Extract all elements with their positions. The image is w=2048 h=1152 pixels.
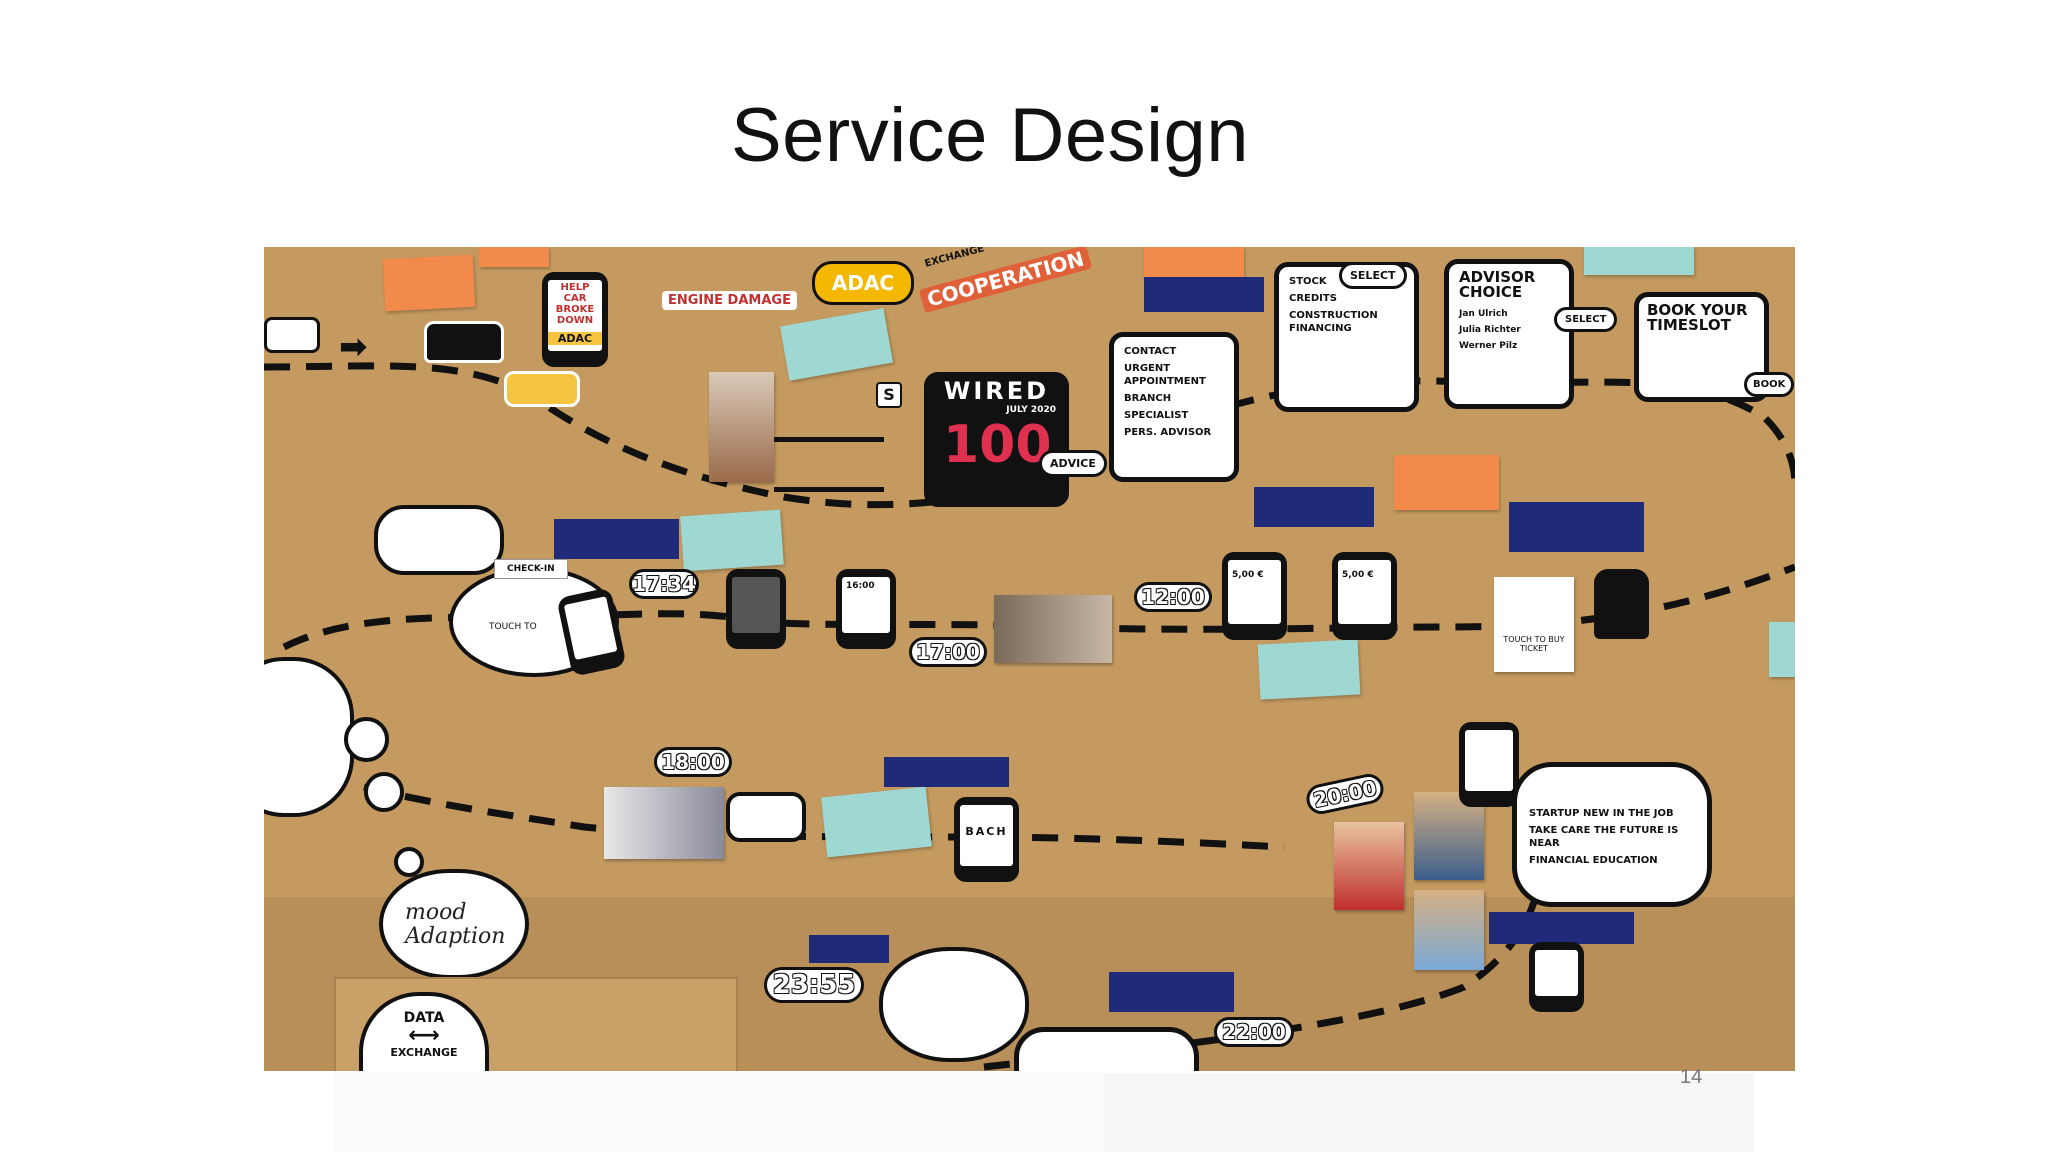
touch-to-buy-text: TOUCH TO BUY TICKET xyxy=(1494,577,1574,653)
tv-item: FINANCIAL EDUCATION xyxy=(1529,854,1697,867)
tv-item: STARTUP NEW IN THE JOB xyxy=(1529,807,1697,820)
menu-item: CONTACT xyxy=(1124,345,1224,358)
teal-sticky-note xyxy=(1584,247,1694,275)
advisor-item: Werner Pilz xyxy=(1459,340,1559,352)
taxi-icon xyxy=(504,371,580,407)
navy-label-bar xyxy=(1109,972,1234,1012)
wired-title: WIRED xyxy=(929,377,1064,405)
orange-sticky-note xyxy=(1394,455,1499,510)
orange-sticky-note xyxy=(1144,247,1244,277)
double-arrow-icon: ⟷ xyxy=(363,1026,485,1046)
navy-label-bar xyxy=(1144,277,1264,312)
navy-label-bar xyxy=(1489,912,1634,944)
bus-stop-icon: S xyxy=(876,382,902,408)
teal-sticky-note xyxy=(821,787,932,858)
robot-eye-icon xyxy=(344,717,389,762)
navy-label-bar xyxy=(1509,502,1644,552)
navy-label-bar xyxy=(809,935,889,963)
teal-sticky-note xyxy=(1258,639,1361,699)
robot-eye-icon xyxy=(364,772,404,812)
touch-to-label: TOUCH TO xyxy=(489,622,537,632)
adac-sign-text: ADAC xyxy=(548,332,602,345)
menu-item: SPECIALIST xyxy=(1124,409,1224,422)
tv-item: TAKE CARE THE FUTURE IS NEAR xyxy=(1529,824,1697,850)
price-text: 5,00 € xyxy=(1228,560,1281,590)
train-icon xyxy=(1594,569,1649,639)
page-number: 14 xyxy=(1680,1066,1720,1089)
service-design-board-photo: ➡ HELP CAR BROKE DOWN ADAC ENGINE DAMAGE… xyxy=(264,247,1795,1071)
tv-card-bottom xyxy=(1014,1027,1199,1071)
book-bubble: BOOK xyxy=(1744,372,1794,397)
time-label: 22:00 xyxy=(1214,1017,1294,1047)
time-label: 17:00 xyxy=(909,637,987,667)
wired-date: JULY 2020 xyxy=(929,405,1064,415)
advisor-item: Julia Richter xyxy=(1459,324,1559,336)
woman-portrait-photo xyxy=(1334,822,1404,910)
book-timeslot-title: BOOK YOUR TIMESLOT xyxy=(1647,303,1756,333)
price-text: 5,00 € xyxy=(1338,560,1391,590)
adac-cloud: ADAC xyxy=(812,261,914,305)
finance-item: CREDITS xyxy=(1289,292,1404,305)
phone-icon: 5,00 € xyxy=(1332,552,1397,640)
contact-menu-card: CONTACT URGENT APPOINTMENT BRANCH SPECIALIS… xyxy=(1109,332,1239,482)
advisor-item: Jan Ulrich xyxy=(1459,308,1559,320)
navy-label-bar xyxy=(884,757,1009,787)
advice-bubble: ADVICE xyxy=(1039,450,1107,477)
speech-bubble xyxy=(374,505,504,575)
advisor-choice-title: ADVISOR CHOICE xyxy=(1459,270,1559,300)
time-label: 17:34 xyxy=(629,569,699,599)
robot-icon xyxy=(264,657,354,817)
engine-damage-label: ENGINE DAMAGE xyxy=(662,291,797,310)
bench-icon xyxy=(774,437,884,492)
chart-card xyxy=(726,792,806,842)
phone-time-text: 16:00 xyxy=(842,577,890,595)
orange-sticky-note xyxy=(479,247,549,267)
time-label: 18:00 xyxy=(654,747,732,777)
arrow-right-icon: ➡ xyxy=(339,327,368,367)
time-label: 23:55 xyxy=(764,967,864,1003)
pin-icon xyxy=(394,847,424,877)
wired-magazine-card: WIRED JULY 2020 100 xyxy=(924,372,1069,507)
phone-icon: 16:00 xyxy=(836,569,896,649)
speech-bubble-chart xyxy=(879,947,1029,1062)
meeting-photo xyxy=(994,595,1112,663)
broken-car-icon xyxy=(424,321,504,363)
mood-bubble: mood Adaption xyxy=(379,869,529,979)
navy-label-bar xyxy=(1254,487,1374,527)
ticket-card: TOUCH TO BUY TICKET xyxy=(1494,577,1574,672)
child-portrait-photo xyxy=(1414,890,1484,970)
phone-icon xyxy=(1459,722,1519,807)
time-label: 12:00 xyxy=(1134,582,1212,612)
finance-item: CONSTRUCTION FINANCING xyxy=(1289,309,1404,335)
phone-help-car: HELP CAR BROKE DOWN ADAC xyxy=(542,272,608,367)
bottom-band xyxy=(334,1073,1754,1152)
exchange-text: EXCHANGE xyxy=(363,1046,485,1059)
check-in-label: CHECK-IN xyxy=(494,559,568,579)
mood-adaption-text: mood Adaption xyxy=(405,901,515,949)
phone-icon xyxy=(1529,942,1584,1012)
teal-sticky-note xyxy=(680,510,784,572)
navy-label-bar xyxy=(554,519,679,559)
phone-icon: BACH xyxy=(954,797,1019,882)
menu-item: PERS. ADVISOR xyxy=(1124,426,1224,439)
phone-icon: 5,00 € xyxy=(1222,552,1287,640)
phone-icon xyxy=(726,569,786,649)
slide-title: Service Design xyxy=(0,92,1980,179)
office-photo xyxy=(604,787,724,859)
tv-card: STARTUP NEW IN THE JOB TAKE CARE THE FUTU… xyxy=(1512,762,1712,907)
bach-text: BACH xyxy=(960,805,1013,838)
select-bubble: SELECT xyxy=(1339,262,1407,289)
orange-sticky-note xyxy=(383,255,476,312)
menu-item: BRANCH xyxy=(1124,392,1224,405)
menu-item: URGENT APPOINTMENT xyxy=(1124,362,1224,388)
bottom-band-segment xyxy=(1104,1073,1754,1152)
select-bubble: SELECT xyxy=(1554,307,1617,332)
car-icon xyxy=(264,317,320,353)
help-car-text: HELP CAR BROKE DOWN xyxy=(548,280,602,326)
woman-photo xyxy=(709,372,774,482)
teal-sticky-note xyxy=(1769,622,1795,677)
